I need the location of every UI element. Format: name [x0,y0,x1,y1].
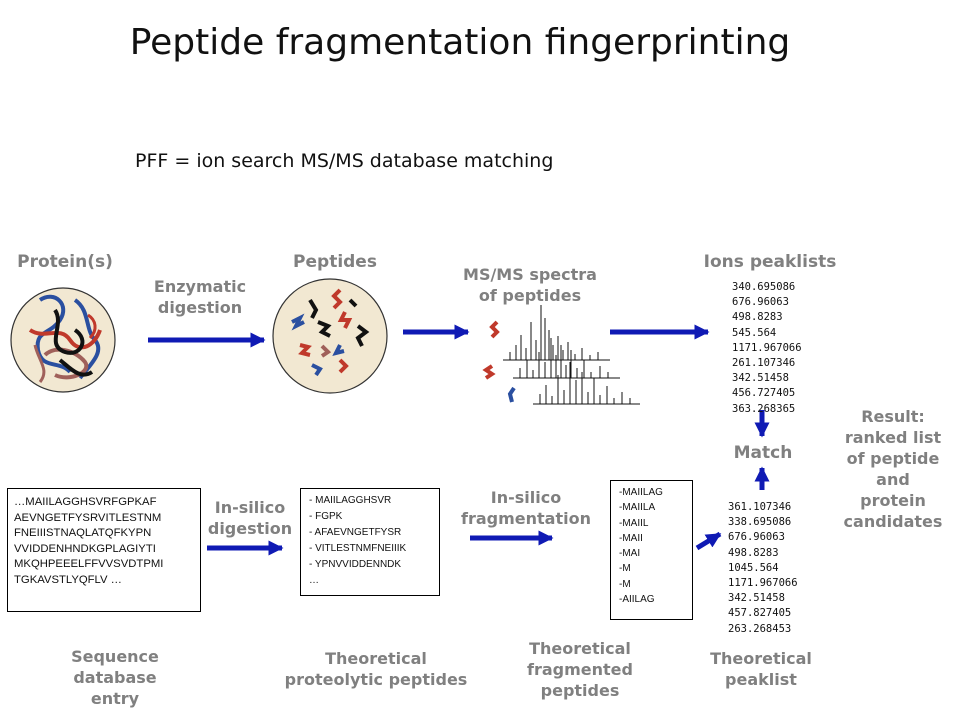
fragments-text: -MAIILAG-MAIILA-MAIIL -MAII-MAI-M -M-AII… [619,487,663,606]
subtitle: PFF = ion search MS/MS database matching [135,150,554,172]
arrow-fragments-to-peaklist [695,531,722,551]
fragments-box: -MAIILAG-MAIILA-MAIIL -MAII-MAI-M -M-AII… [610,480,693,620]
label-peptides: Peptides [293,252,377,272]
msms-spectra-icon [482,305,640,405]
spectrum-3 [533,362,640,405]
spectrum-2 [513,338,620,379]
arrows [148,324,770,556]
spectrum-1 [503,305,610,361]
peptides-text: - MAIILAGGHSVR- FGPK- AFAEVNGETFYSR - VI… [309,495,407,586]
protein-icon [10,287,116,393]
peptides-icon [272,278,388,394]
label-match: Match [733,443,793,463]
label-ions-peaklists: Ions peaklists [703,252,837,272]
label-proteins: Protein(s) [17,252,113,272]
page-title: Peptide fragmentation fingerprinting [129,22,791,63]
peptides-box: - MAIILAGGHSVR- FGPK- AFAEVNGETFYSR - VI… [300,488,440,596]
